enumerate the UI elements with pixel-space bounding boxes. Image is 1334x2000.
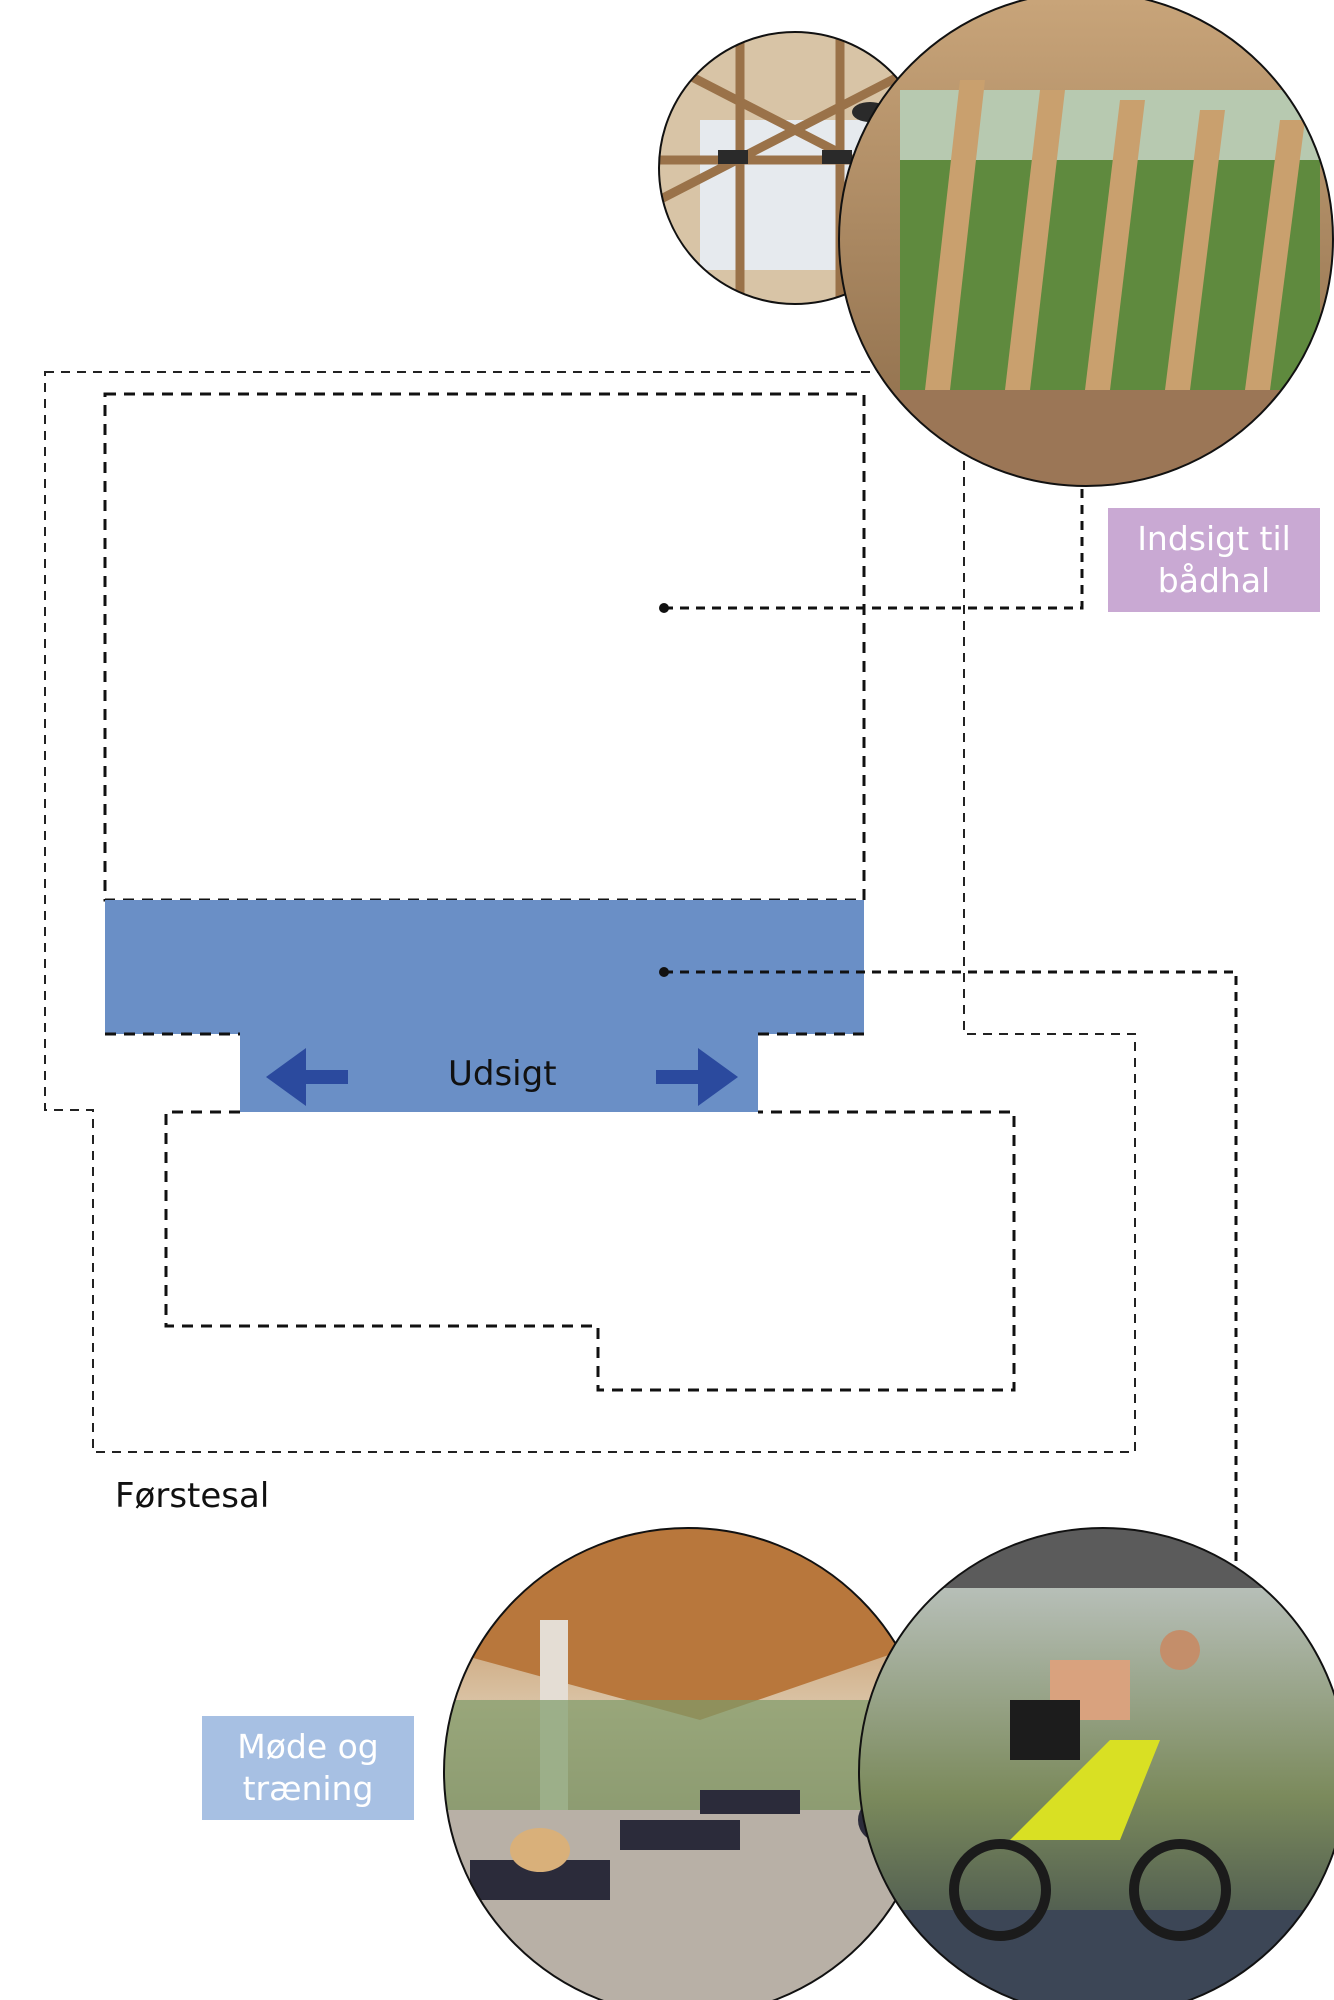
tag-meeting-bg [202,1716,414,1820]
tag-boathall-line1: Indsigt til [1137,519,1291,558]
leader-line-boathall [664,486,1084,610]
arrow-left-icon [266,1048,348,1106]
photo-rowing-hall [444,1528,932,2000]
upper-room-outline [103,392,866,902]
photo-frame [838,0,1334,487]
view-label: Udsigt [448,1054,557,1094]
photo-clerestory [839,0,1333,486]
tag-meeting-line2: træning [242,1769,374,1808]
arrow-right-icon [656,1048,738,1106]
leader-line-training [664,970,1238,1590]
tag-boathall-bg [1108,508,1320,612]
lower-room-outline [164,1110,1016,1392]
tag-boathall: Indsigt til bådhal [1108,508,1320,612]
tag-meeting-line1: Møde og [237,1727,379,1766]
tag-meeting: Møde og træning [202,1716,414,1820]
photo-frame [858,1527,1334,2000]
building-outline [44,371,1136,1453]
floor-title: Førstesal [115,1476,270,1516]
tag-boathall-line2: bådhal [1157,561,1271,600]
